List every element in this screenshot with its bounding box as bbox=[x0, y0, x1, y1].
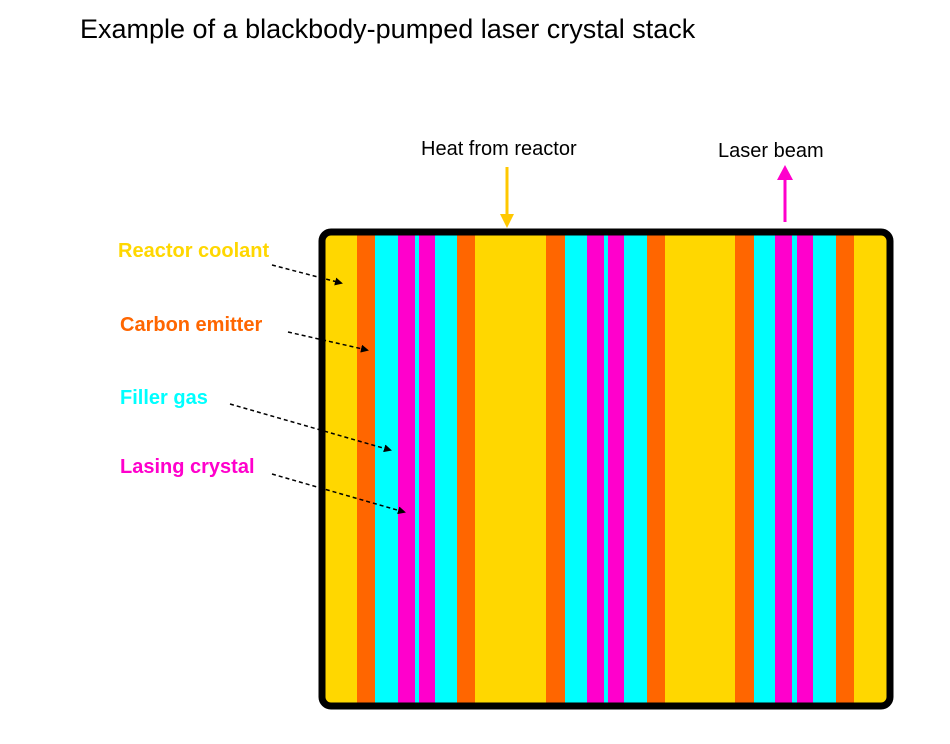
heat-arrowhead bbox=[500, 214, 514, 228]
legend-reactor-coolant: Reactor coolant bbox=[118, 240, 270, 262]
layer-crystal-5 bbox=[419, 232, 435, 706]
layer-filler-12 bbox=[604, 232, 608, 706]
layer-coolant-16 bbox=[665, 232, 735, 706]
stack-layers bbox=[325, 232, 890, 706]
layer-filler-4 bbox=[415, 232, 419, 706]
layer-crystal-11 bbox=[587, 232, 604, 706]
layer-crystal-3 bbox=[398, 232, 415, 706]
leader-reactor-coolant bbox=[271, 264, 343, 286]
layer-emitter-15 bbox=[647, 232, 665, 706]
layer-filler-6 bbox=[435, 232, 457, 706]
layer-coolant-0 bbox=[325, 232, 357, 706]
layer-emitter-17 bbox=[735, 232, 754, 706]
heat-from-reactor-label: Heat from reactor bbox=[421, 138, 577, 160]
laser-beam-label: Laser beam bbox=[718, 140, 824, 162]
layer-crystal-21 bbox=[797, 232, 813, 706]
layer-filler-2 bbox=[375, 232, 398, 706]
layer-filler-14 bbox=[624, 232, 647, 706]
layer-filler-10 bbox=[565, 232, 587, 706]
legend-filler-gas: Filler gas bbox=[120, 387, 208, 409]
layer-coolant-24 bbox=[854, 232, 890, 706]
legend-lasing-crystal: Lasing crystal bbox=[120, 456, 255, 478]
stack-frame bbox=[318, 228, 894, 710]
laser-beam-arrowhead bbox=[777, 165, 793, 180]
layer-emitter-23 bbox=[836, 232, 854, 706]
layer-emitter-9 bbox=[546, 232, 565, 706]
layer-filler-20 bbox=[792, 232, 797, 706]
legend-carbon-emitter: Carbon emitter bbox=[120, 314, 263, 336]
layer-emitter-7 bbox=[457, 232, 475, 706]
layer-filler-22 bbox=[813, 232, 836, 706]
page-title: Example of a blackbody-pumped laser crys… bbox=[80, 14, 696, 44]
layer-filler-18 bbox=[754, 232, 775, 706]
layer-coolant-8 bbox=[475, 232, 546, 706]
layer-crystal-13 bbox=[608, 232, 624, 706]
layer-emitter-1 bbox=[357, 232, 375, 706]
layer-crystal-19 bbox=[775, 232, 792, 706]
leader-lasing-crystal bbox=[271, 473, 406, 515]
